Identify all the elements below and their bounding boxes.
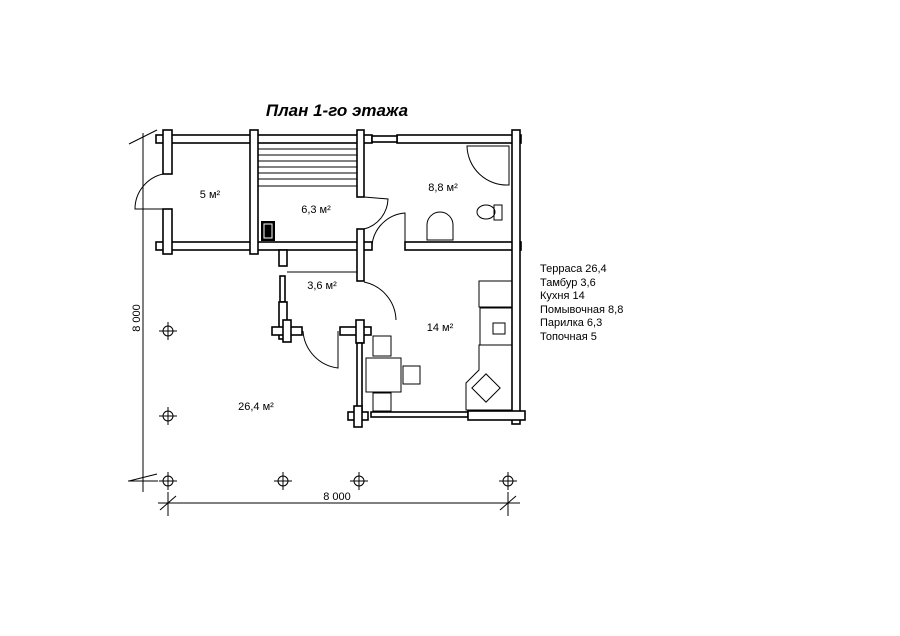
room-area-terrasa: 26,4 м² bbox=[238, 401, 274, 413]
room-area-kukhnya: 14 м² bbox=[427, 322, 454, 334]
legend-item: Помывочная 8,8 bbox=[540, 303, 624, 316]
room-area-tambur: 3,6 м² bbox=[307, 280, 337, 292]
area-legend: Терраса 26,4 Тамбур 3,6 Кухня 14 Помывоч… bbox=[540, 263, 623, 345]
fixtures bbox=[365, 145, 513, 412]
terrace-columns bbox=[159, 322, 517, 490]
legend-item: Парилка 6,3 bbox=[540, 317, 603, 330]
window bbox=[371, 135, 398, 143]
toilet-icon bbox=[476, 204, 496, 220]
window bbox=[370, 411, 469, 418]
doors bbox=[134, 173, 406, 369]
sink-icon bbox=[426, 211, 454, 241]
table bbox=[365, 357, 402, 393]
sauna-bench bbox=[257, 142, 358, 187]
shower-icon bbox=[466, 145, 510, 186]
chair bbox=[372, 392, 392, 412]
chair bbox=[402, 365, 421, 385]
chair bbox=[372, 335, 392, 357]
legend-item: Топочная 5 bbox=[540, 330, 597, 343]
walls bbox=[155, 129, 526, 428]
room-area-pomyvochnaya: 8,8 м² bbox=[428, 182, 458, 194]
legend-item: Терраса 26,4 bbox=[540, 263, 607, 275]
room-area-parilka: 6,3 м² bbox=[301, 204, 331, 216]
legend-item: Кухня 14 bbox=[540, 290, 585, 303]
legend-item: Тамбур 3,6 bbox=[540, 276, 596, 289]
width-dimension: 8 000 bbox=[323, 491, 351, 503]
window bbox=[356, 342, 363, 414]
dimension-lines bbox=[128, 129, 520, 516]
plan-title: План 1-го этажа bbox=[266, 101, 408, 120]
room-area-topochnaya: 5 м² bbox=[200, 189, 221, 201]
height-dimension: 8 000 bbox=[131, 304, 143, 332]
cooktop-icon bbox=[471, 373, 501, 403]
